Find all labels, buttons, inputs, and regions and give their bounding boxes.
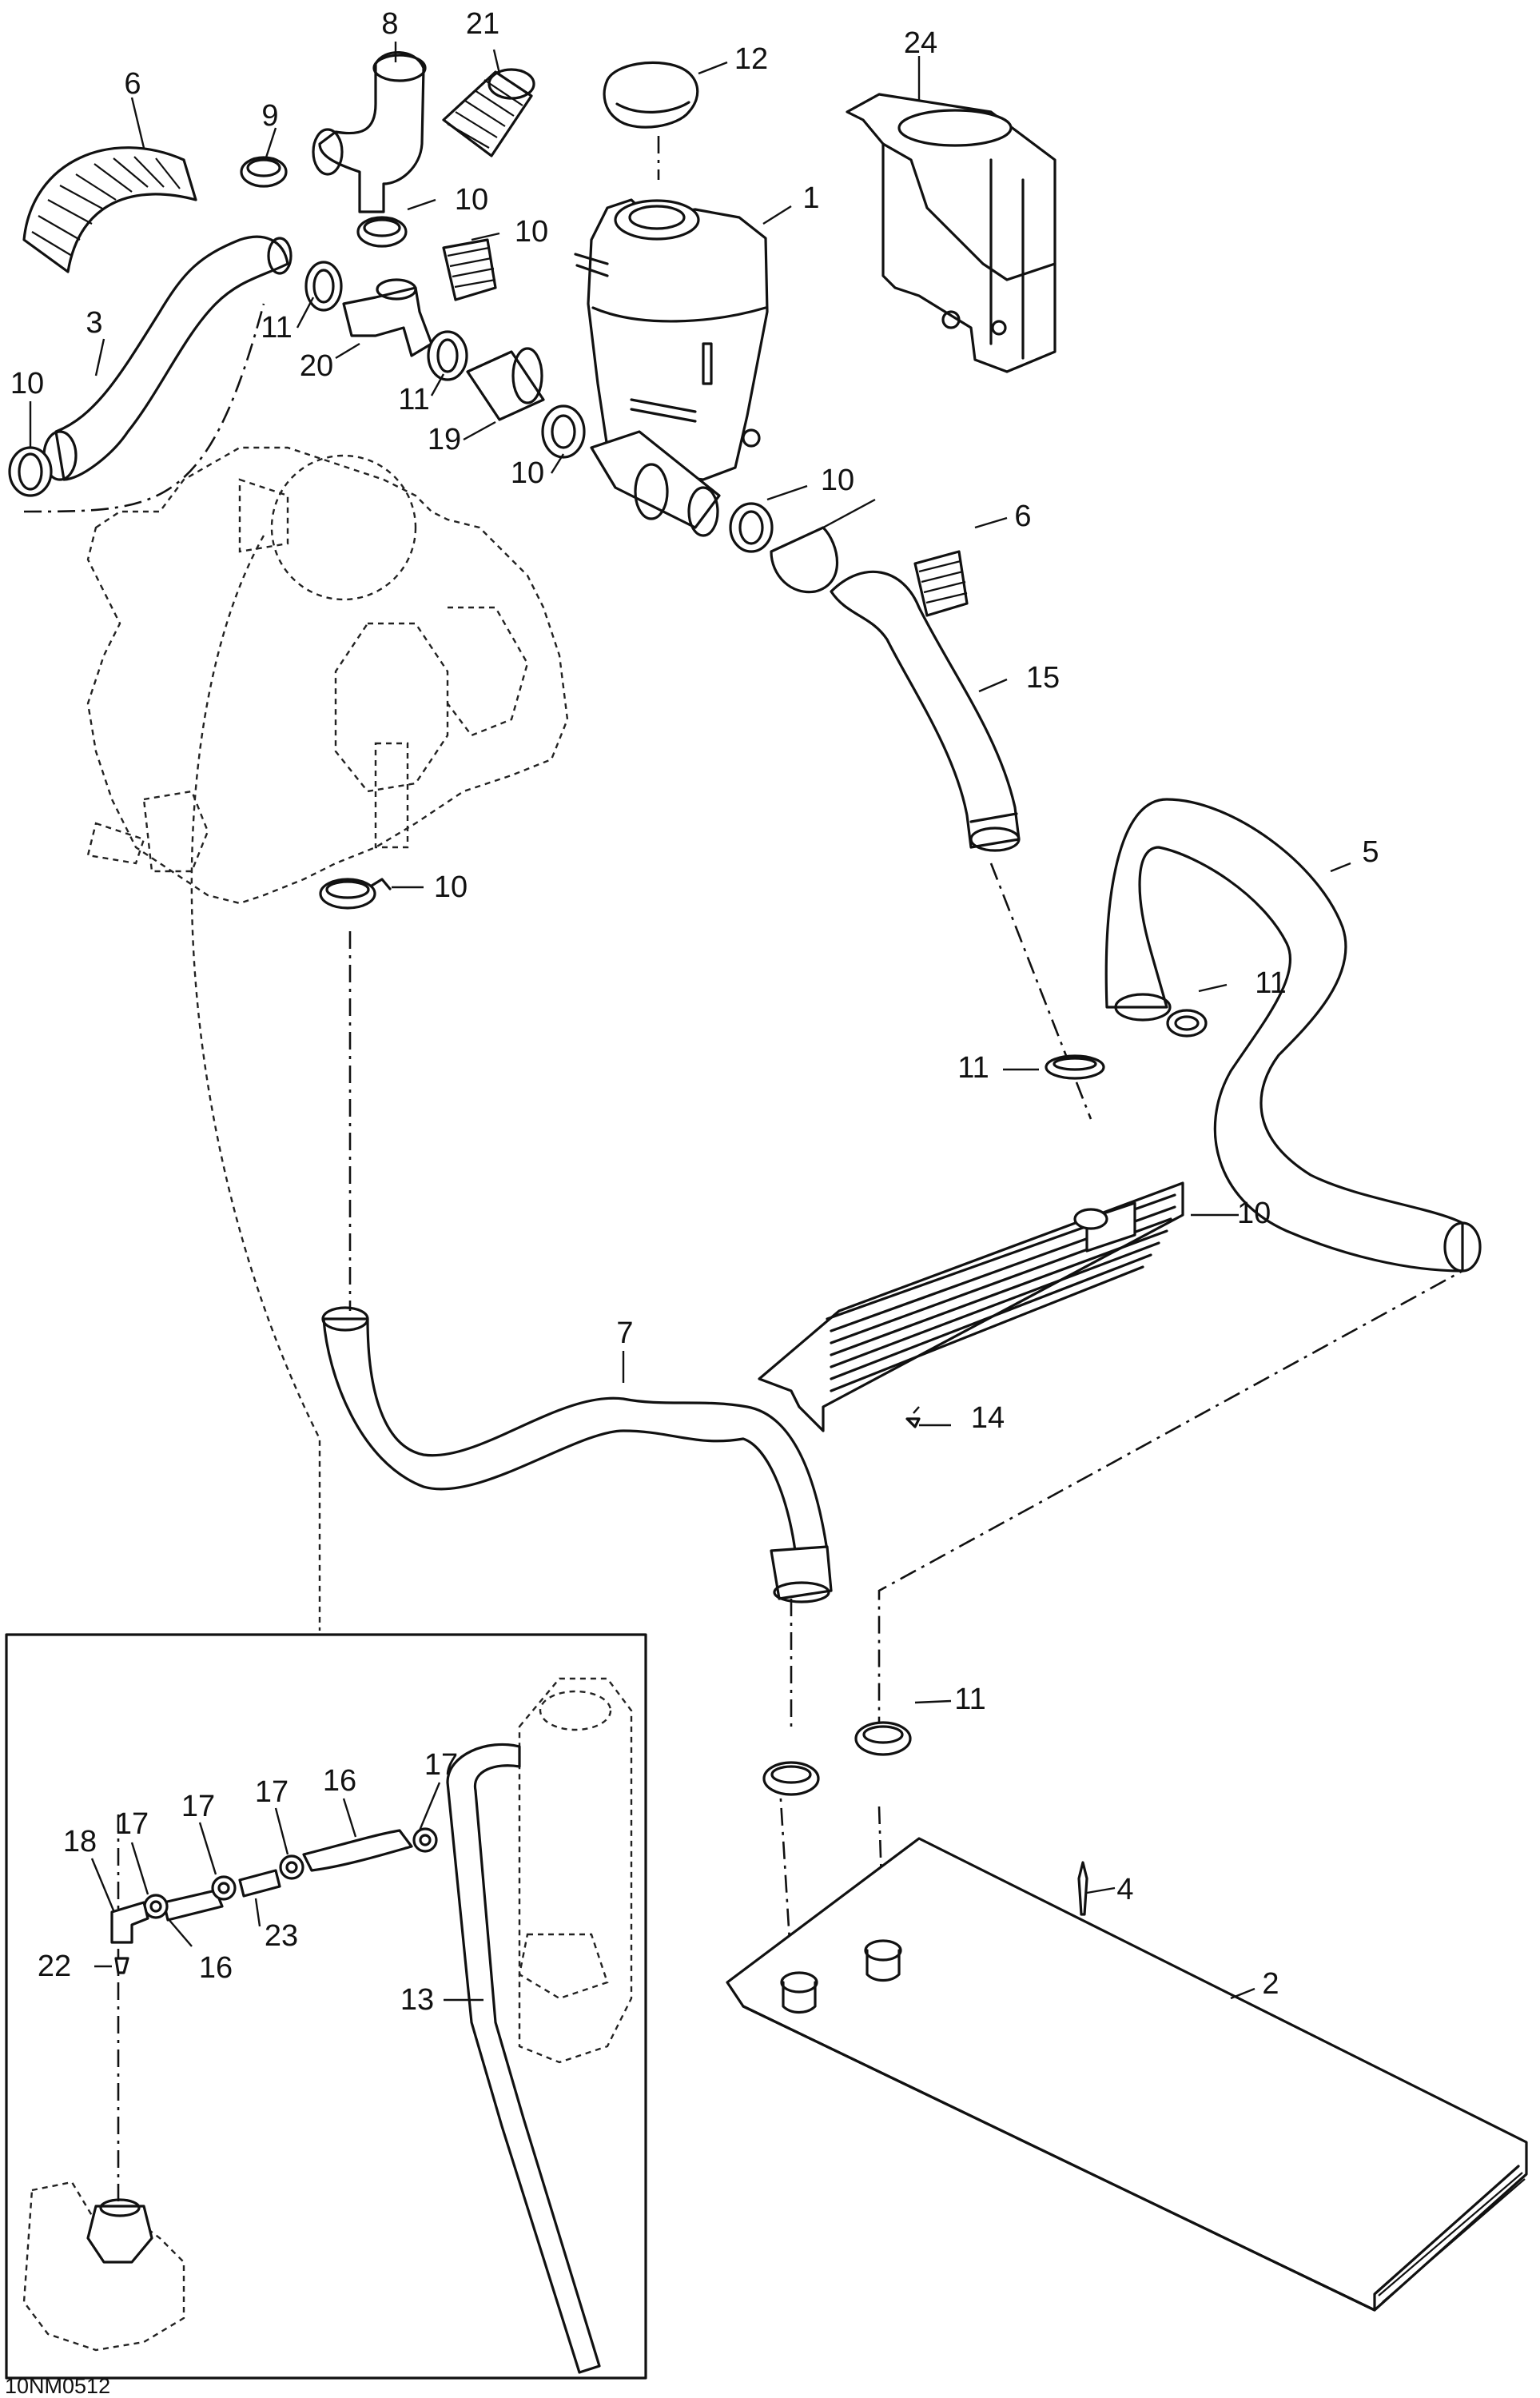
heat-exchanger bbox=[758, 1181, 1184, 1432]
hose-clamp-10-mid bbox=[356, 216, 408, 248]
cooler-plate bbox=[726, 1837, 1528, 2312]
callout-10-d: 10 bbox=[511, 456, 544, 490]
upper-hose-elbow bbox=[312, 51, 427, 213]
leader-lines bbox=[29, 42, 1351, 2002]
callout-2: 2 bbox=[1262, 1967, 1279, 2001]
callout-11-d: 11 bbox=[957, 1051, 989, 1085]
callout-12: 12 bbox=[734, 42, 768, 76]
callout-17-a: 17 bbox=[424, 1748, 458, 1782]
rivet-14 bbox=[905, 1406, 921, 1428]
clamp-17-a bbox=[412, 1827, 438, 1853]
callout-14: 14 bbox=[971, 1401, 1005, 1435]
callout-20: 20 bbox=[300, 349, 333, 383]
sleeve-6-small bbox=[442, 238, 497, 301]
callout-6-right: 6 bbox=[1014, 500, 1031, 533]
callout-13: 13 bbox=[400, 1983, 434, 2017]
callout-10-f: 10 bbox=[434, 870, 468, 904]
callout-10-b: 10 bbox=[455, 183, 488, 217]
detail-inset bbox=[5, 1633, 647, 2380]
overflow-hose-13 bbox=[446, 1743, 601, 2374]
callout-18: 18 bbox=[63, 1825, 97, 1858]
engine-block-outline bbox=[86, 446, 569, 905]
elbow-fitting-18 bbox=[110, 1901, 149, 1944]
callout-17-b: 17 bbox=[255, 1775, 289, 1809]
ring-clamp-11-lower bbox=[1045, 1054, 1105, 1080]
rivet-3 bbox=[1077, 1861, 1088, 1916]
callout-3: 4 bbox=[1116, 1873, 1133, 1906]
hose-clamp-10-engine bbox=[319, 878, 392, 910]
hose-5 bbox=[1104, 798, 1482, 1273]
sleeve-6-right bbox=[913, 550, 969, 617]
callout-10-left: 10 bbox=[10, 367, 44, 400]
hose-15 bbox=[830, 570, 1021, 852]
hose-4 bbox=[42, 235, 292, 481]
callout-11-a: 11 bbox=[261, 311, 292, 345]
hose-clamp-10-right-top bbox=[541, 404, 586, 459]
callout-10-e: 10 bbox=[821, 464, 854, 497]
clamp-17-c bbox=[211, 1875, 237, 1901]
corrugated-sleeve-21 bbox=[442, 68, 535, 157]
small-hose-16-lower bbox=[162, 1889, 224, 1922]
callout-15: 15 bbox=[1026, 661, 1060, 695]
callout-9: 10 bbox=[1237, 1197, 1271, 1230]
callout-16-a: 16 bbox=[323, 1764, 356, 1798]
ring-clamp-11-right bbox=[1166, 1009, 1208, 1038]
small-hose-16-upper bbox=[302, 1829, 413, 1872]
callout-21: 21 bbox=[466, 7, 499, 41]
callout-7: 7 bbox=[616, 1317, 633, 1350]
tee-fitting-20 bbox=[342, 278, 433, 357]
hose-clamp-10-top bbox=[240, 156, 288, 188]
callout-10-c: 10 bbox=[515, 215, 548, 249]
hose-clamp-10-right bbox=[729, 502, 774, 553]
reservoir-outlet-hose bbox=[590, 430, 721, 537]
callout-labels: 6 9 8 21 12 24 1 10 10 3 11 20 11 19 10 … bbox=[5, 7, 1379, 2398]
radiator-cap bbox=[603, 61, 699, 129]
ring-clamp-11-b bbox=[427, 330, 468, 381]
callout-11-c: 11 bbox=[1255, 966, 1286, 1000]
callout-23: 23 bbox=[265, 1919, 298, 1953]
callout-8: 8 bbox=[381, 7, 398, 41]
callout-5: 5 bbox=[1362, 835, 1379, 869]
callout-24: 24 bbox=[904, 26, 937, 60]
callout-19: 19 bbox=[428, 423, 461, 456]
coolant-reservoir bbox=[574, 198, 769, 481]
callout-11-b: 11 bbox=[398, 383, 429, 416]
callout-6-upper: 6 bbox=[124, 67, 141, 101]
callout-16-b: 16 bbox=[199, 1951, 233, 1985]
coupling-19 bbox=[466, 347, 545, 421]
hose-7 bbox=[321, 1306, 833, 1603]
clamp-17-b bbox=[279, 1854, 304, 1880]
plug-22 bbox=[114, 1957, 129, 1974]
clamp-band bbox=[770, 498, 876, 594]
callout-22: 22 bbox=[38, 1950, 71, 1983]
ring-clamp-11-a bbox=[304, 261, 343, 312]
hose-clamp-10-lower-a bbox=[854, 1721, 912, 1756]
callout-10-g: 11 bbox=[954, 1683, 985, 1716]
fitting-23 bbox=[238, 1869, 281, 1898]
callout-4: 3 bbox=[86, 306, 102, 340]
reservoir-bracket bbox=[846, 93, 1057, 373]
hose-clamp-10-left bbox=[8, 446, 53, 497]
callout-17-d: 17 bbox=[115, 1807, 149, 1841]
callout-1: 1 bbox=[802, 181, 819, 215]
hose-clamp-10-lower-b bbox=[762, 1761, 820, 1796]
corrugated-sleeve-upper bbox=[22, 146, 197, 273]
figure-reference: 10NM0512 bbox=[5, 2374, 110, 2398]
callout-10-top: 9 bbox=[261, 99, 278, 133]
callout-17-c: 17 bbox=[181, 1790, 215, 1823]
